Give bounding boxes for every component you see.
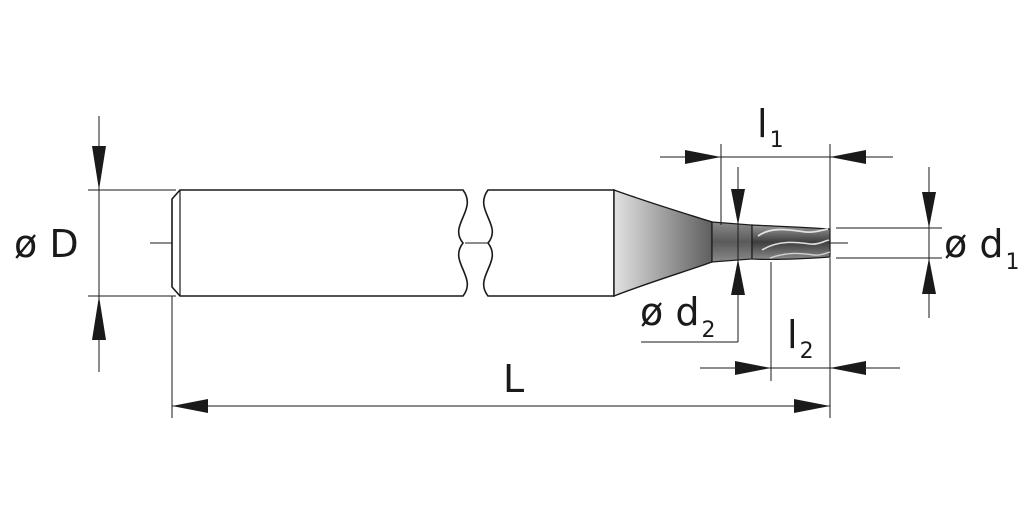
arrow-l1-right — [830, 150, 866, 164]
arrow-d1-top — [922, 192, 936, 228]
label-d1-text: ø d — [944, 222, 1003, 266]
shank-left — [171, 189, 469, 297]
label-shank-diameter: ø D — [14, 222, 79, 266]
arrow-d2-bottom — [731, 259, 745, 295]
label-l1-letter: l — [757, 102, 768, 146]
arrow-l2-right — [830, 361, 866, 375]
arrow-L-left — [172, 399, 208, 413]
label-neck-length-l2: l2 — [787, 313, 814, 364]
arrow-l1-left — [685, 150, 721, 164]
label-d1-index: 1 — [1005, 250, 1019, 275]
flute-2 — [761, 239, 830, 251]
arrow-L-right — [794, 399, 830, 413]
shank-right — [482, 189, 615, 297]
arrow-d1-bottom — [922, 258, 936, 294]
label-d2-index: 2 — [701, 318, 715, 343]
arrow-l2-left — [735, 361, 771, 375]
arrow-d2-top — [731, 189, 745, 225]
label-l1-index: 1 — [770, 128, 784, 153]
label-neck-diameter: ø d2 — [640, 290, 715, 343]
neck — [711, 221, 753, 263]
flute-1 — [757, 228, 829, 237]
label-d2-text: ø d — [640, 290, 699, 334]
arrow-D-top — [92, 146, 106, 190]
taper-cone — [613, 189, 713, 298]
label-cut-length-l1: l1 — [757, 102, 784, 153]
flute-3 — [769, 251, 831, 259]
label-l2-index: 2 — [800, 339, 814, 364]
label-cutting-diameter: ø d1 — [944, 222, 1019, 275]
arrow-D-bottom — [92, 296, 106, 340]
label-total-length: L — [503, 357, 524, 401]
label-l2-letter: l — [787, 313, 798, 357]
